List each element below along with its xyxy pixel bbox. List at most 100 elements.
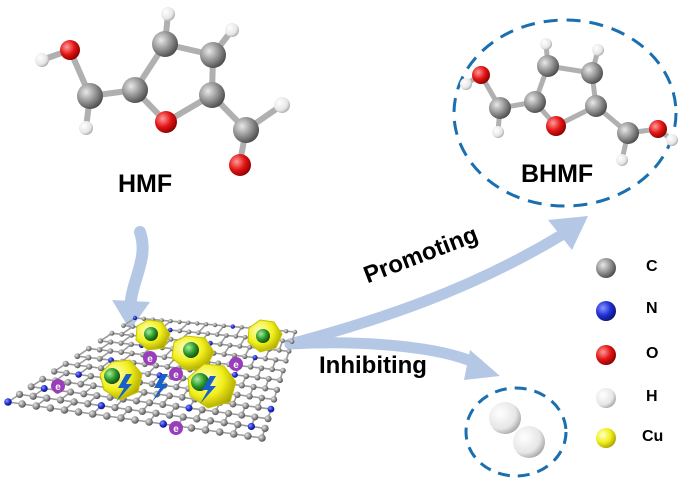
carbon-atom <box>118 349 124 355</box>
carbon-atom <box>289 339 295 344</box>
hmf-molecule <box>35 7 290 176</box>
carbon-atom <box>269 366 275 373</box>
carbon-atom <box>233 333 239 339</box>
arrow-promoting-head <box>548 216 588 250</box>
carbon-atom <box>138 407 146 416</box>
carbon-atom <box>201 426 210 434</box>
carbon-atom <box>177 319 182 325</box>
carbon-atom <box>43 394 51 402</box>
carbon-atom <box>179 413 187 421</box>
carbon-atom <box>18 400 26 408</box>
carbon-atom <box>237 343 243 349</box>
carbon-atom <box>273 386 281 393</box>
lightning-icons <box>116 374 216 404</box>
carbon-atom <box>242 334 248 340</box>
electron-marker: e <box>143 351 157 365</box>
carbon-atom <box>234 391 241 399</box>
carbon-atom <box>283 329 289 334</box>
carbon-atom <box>238 382 245 389</box>
carbon-atom <box>193 415 201 423</box>
carbon-atom <box>286 348 292 354</box>
carbon-atom <box>224 333 229 338</box>
carbon-atom <box>86 345 92 352</box>
nitrogen-atom <box>40 384 48 393</box>
carbon-atom <box>144 370 151 378</box>
carbon-atom <box>198 406 206 414</box>
carbon-atom <box>196 330 201 336</box>
carbon-atom <box>84 400 92 408</box>
carbon-atom <box>46 404 55 412</box>
legend-label-o: O <box>646 345 659 362</box>
carbon-atom <box>146 399 154 407</box>
carbon-atom <box>97 365 105 372</box>
carbon-atom <box>77 380 85 388</box>
legend-atom-h <box>596 388 616 408</box>
carbon-atom <box>168 336 174 342</box>
carbon-atom <box>74 353 81 360</box>
cu-nanoparticle <box>99 359 143 401</box>
carbon-atom <box>221 351 227 357</box>
carbon-atom <box>215 428 224 436</box>
carbon-atom <box>244 432 252 440</box>
carbon-atom <box>124 405 133 414</box>
svg-text:e: e <box>233 360 239 371</box>
carbon-atom <box>56 396 65 404</box>
carbon-atom <box>187 424 196 432</box>
atom-legend <box>596 258 616 448</box>
carbon-atom <box>246 393 253 400</box>
electron-marker: e <box>51 379 65 393</box>
legend-label-n: N <box>646 300 658 317</box>
carbon-atom <box>152 409 160 417</box>
lightning-icon <box>116 374 132 402</box>
carbon-atom <box>220 419 228 427</box>
carbon-atom <box>227 342 233 348</box>
carbon-atom <box>195 321 200 326</box>
svg-text:e: e <box>147 354 153 365</box>
carbon-atom <box>251 413 259 421</box>
carbon-atom <box>111 403 119 412</box>
cu-nanoparticles <box>99 319 283 409</box>
carbon-atom <box>64 379 72 386</box>
carbon-atom <box>280 367 286 374</box>
carbon-atom <box>131 416 139 424</box>
carbon-atom <box>107 348 114 354</box>
carbon-atom <box>264 415 272 423</box>
carbon-atom <box>186 329 192 335</box>
legend-label-c: C <box>646 258 658 275</box>
carbon-atom <box>88 410 97 418</box>
carbon-atom <box>96 346 103 353</box>
legend-atom-o <box>596 345 616 365</box>
cu-nanoparticle <box>135 319 171 351</box>
carbon-atom <box>265 375 272 382</box>
svg-text:e: e <box>173 370 179 381</box>
inhibiting-label: Inhibiting <box>319 352 427 379</box>
carbon-atom <box>15 390 24 399</box>
cu-nanoparticle <box>171 335 215 371</box>
carbon-atom <box>177 328 182 334</box>
carbon-atom <box>258 394 266 402</box>
carbon-atom <box>97 338 104 344</box>
carbon-atom <box>258 434 266 442</box>
carbon-atom <box>238 411 246 419</box>
carbon-atom <box>63 369 70 377</box>
electron-marker: e <box>169 421 183 435</box>
nitrogen-atom <box>132 315 138 321</box>
legend-atom-n <box>596 301 616 321</box>
nitrogen-atom <box>232 371 238 378</box>
carbon-atom <box>277 377 283 384</box>
lightning-icon <box>200 376 216 404</box>
carbon-atom <box>153 362 160 369</box>
carbon-atom <box>262 356 269 362</box>
carbon-atom <box>205 331 211 336</box>
carbon-atom <box>159 400 167 409</box>
carbon-atom <box>50 368 58 375</box>
carbon-atom <box>276 347 282 353</box>
arrow-inhibiting-head <box>464 350 500 380</box>
carbon-atom <box>29 392 37 400</box>
nitrogen-atom <box>4 398 12 406</box>
carbon-atom <box>215 360 222 366</box>
carbon-atom <box>258 365 265 371</box>
carbon-atom <box>74 362 81 369</box>
lightning-icon <box>152 374 168 402</box>
carbon-atom <box>283 358 289 364</box>
